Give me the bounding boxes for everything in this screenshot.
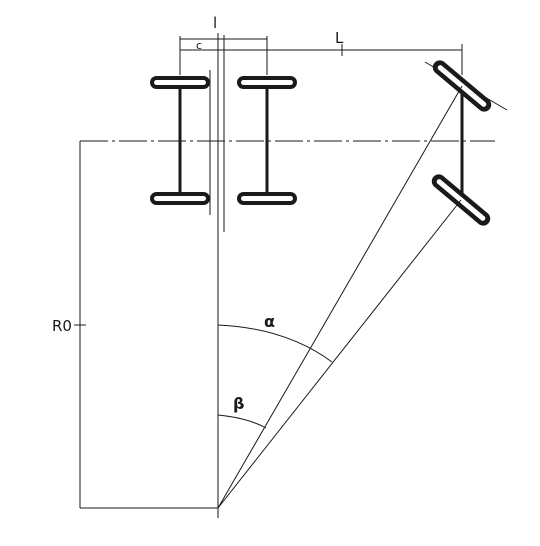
l-label: l: [213, 14, 217, 32]
wheel-left-top: [150, 76, 210, 89]
alpha-label: α: [264, 312, 275, 331]
alpha-arc: [217, 324, 333, 363]
beta-ray: [217, 199, 462, 509]
wheel-left-bottom: [150, 192, 210, 205]
wheel-right-top: [237, 76, 297, 89]
beta-arc: [217, 414, 267, 429]
c-label: c: [196, 39, 202, 52]
r0-label: R0: [52, 317, 72, 335]
wheel-right-bottom: [237, 192, 297, 205]
alpha-ray: [217, 85, 463, 509]
L-label: L: [335, 29, 344, 47]
beta-label: β: [233, 394, 244, 413]
